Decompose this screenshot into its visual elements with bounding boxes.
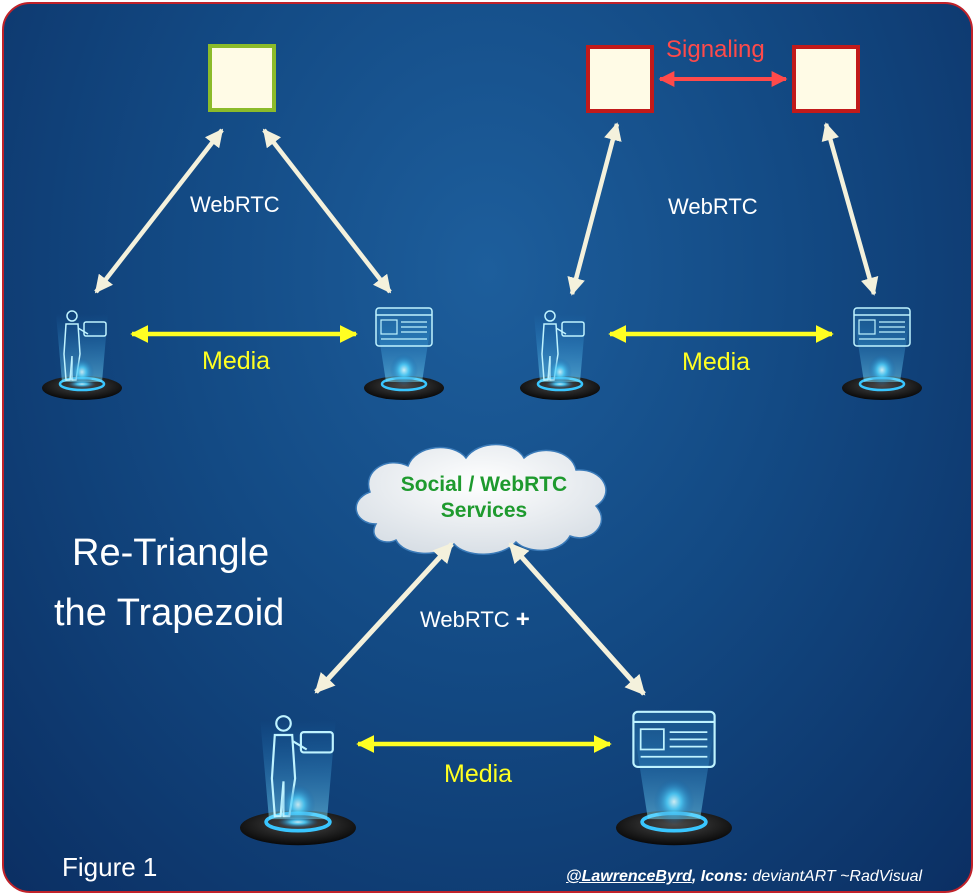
webrtc-arrow-left: [314, 542, 454, 694]
plus-sign: +: [515, 606, 530, 633]
media-label: Media: [202, 347, 271, 375]
webrtc-arrow-right: [262, 128, 392, 294]
webrtc-arrow-right: [821, 122, 879, 296]
headline-line2: the Trapezoid: [54, 592, 285, 634]
server-box-icon: [208, 44, 276, 112]
cloud-label: Social / WebRTC Services: [374, 472, 594, 524]
media-label: Media: [682, 348, 751, 376]
cloud-icon: [355, 443, 607, 555]
cloud-label-line1: Social / WebRTC: [400, 473, 568, 496]
credit-handle: @LawrenceByrd: [566, 868, 692, 885]
webrtc-plus-label: WebRTC +: [420, 606, 530, 634]
person-hologram-icon: [238, 714, 358, 848]
server-box-icon: [792, 45, 860, 113]
browser-hologram-icon: [362, 306, 446, 402]
webrtc-arrow-left: [567, 122, 622, 296]
webrtc-label: WebRTC: [420, 607, 510, 632]
person-hologram-icon: [40, 309, 124, 402]
webrtc-label: WebRTC: [190, 192, 280, 217]
browser-hologram-icon: [614, 709, 734, 848]
cloud-label-line2: Services: [440, 499, 528, 522]
webrtc-label: WebRTC: [668, 194, 758, 219]
webrtc-arrow-left: [94, 128, 224, 294]
server-box-icon: [586, 45, 654, 113]
diagram-canvas: [40, 44, 924, 848]
media-label: Media: [444, 760, 513, 788]
browser-hologram-icon: [840, 306, 924, 402]
credit-icons-prefix: , Icons:: [691, 868, 748, 885]
credit-source: deviantART ~RadVisual: [747, 868, 923, 885]
headline-line1: Re-Triangle: [72, 532, 270, 574]
figure-label: Figure 1: [62, 852, 158, 882]
webrtc-arrow-right: [508, 542, 646, 696]
credit-line: @LawrenceByrd, Icons: deviantART ~RadVis…: [566, 868, 922, 886]
person-hologram-icon: [518, 309, 602, 402]
signaling-label: Signaling: [666, 36, 765, 63]
